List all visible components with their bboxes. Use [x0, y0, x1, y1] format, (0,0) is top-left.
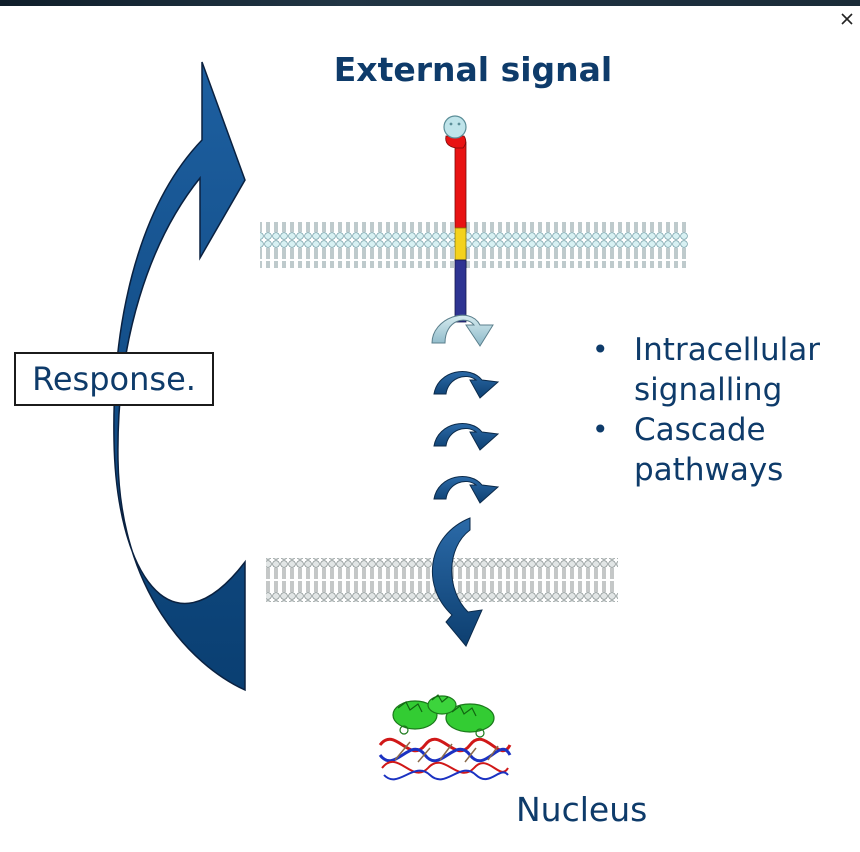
- bullet-item: • Intracellular signalling: [592, 330, 860, 410]
- cascade-arrow-3: [433, 423, 500, 451]
- protein-dna-complex: [378, 694, 512, 781]
- ligand: [443, 115, 467, 139]
- bullet-item: • Cascade pathways: [592, 410, 860, 490]
- upper-cell-membrane: [260, 222, 688, 268]
- bullet-text-intracellular: Intracellular signalling: [634, 332, 821, 408]
- receptor: [445, 135, 467, 323]
- window-top-bar: [0, 0, 860, 6]
- response-label: Response.: [14, 352, 214, 406]
- nucleus-label: Nucleus: [516, 790, 648, 829]
- nuclear-entry-arrow: [431, 517, 483, 647]
- bullet-text-cascade: Cascade pathways: [634, 412, 784, 488]
- response-feedback-arrow: [113, 61, 246, 692]
- bullet-list: • Intracellular signalling • Cascade pat…: [592, 330, 860, 490]
- diagram-title: External signal: [333, 50, 613, 89]
- bullet-dot: •: [592, 333, 609, 366]
- cascade-arrow-1: [431, 314, 494, 347]
- close-button[interactable]: [838, 10, 856, 28]
- cascade-arrow-4: [433, 476, 500, 504]
- bullet-dot: •: [592, 413, 609, 446]
- close-icon: [841, 13, 853, 25]
- cascade-arrow-2: [433, 371, 500, 399]
